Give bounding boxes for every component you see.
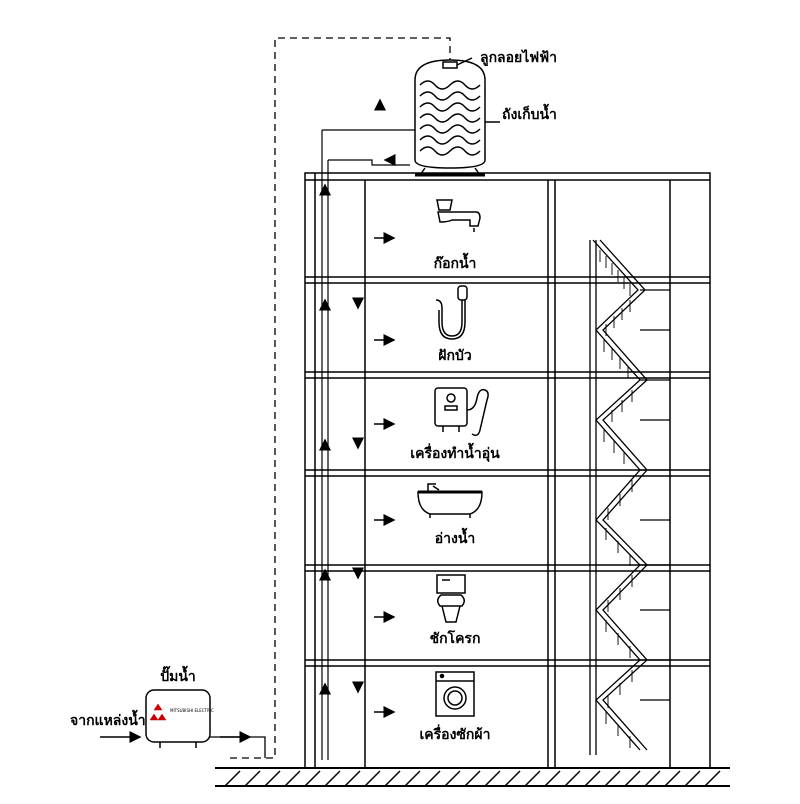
water-heater-icon: [434, 387, 489, 437]
water-heater-label: เครื่องทำน้ำอุ่น: [410, 446, 500, 462]
faucet-icon: [436, 199, 481, 232]
staircase: [589, 239, 670, 755]
pump-label: ปั๊มน้ำ: [160, 669, 196, 685]
pump-brand-text: MITSUBISHI ELECTRIC: [170, 708, 214, 713]
toilet-label: ชักโครก: [429, 631, 481, 647]
bathtub-label: อ่างน้ำ: [434, 531, 476, 547]
float-switch-label: ลูกลอยไฟฟ้า: [480, 50, 557, 66]
float-switch-wire: [230, 37, 451, 759]
water-source-label: จากแหล่งน้ำ: [70, 713, 146, 729]
toilet-icon: [436, 574, 466, 623]
pump-icon: [145, 689, 211, 748]
ground: [215, 767, 730, 787]
building: [304, 172, 711, 769]
shower-icon: [435, 285, 468, 340]
water-tank-label: ถังเก็บน้ำ: [502, 107, 557, 123]
shower-label: ฝักบัว: [438, 348, 472, 364]
pump-outlet-pipe: [210, 736, 266, 758]
bathtub-icon: [417, 483, 483, 518]
water-tank-icon: [414, 57, 500, 177]
washing-machine-label: เครื่องซักผ้า: [419, 727, 491, 743]
faucet-label: ก๊อกน้ำ: [433, 256, 477, 272]
washing-machine-icon: [435, 671, 475, 717]
supply-arrows: [100, 98, 396, 743]
